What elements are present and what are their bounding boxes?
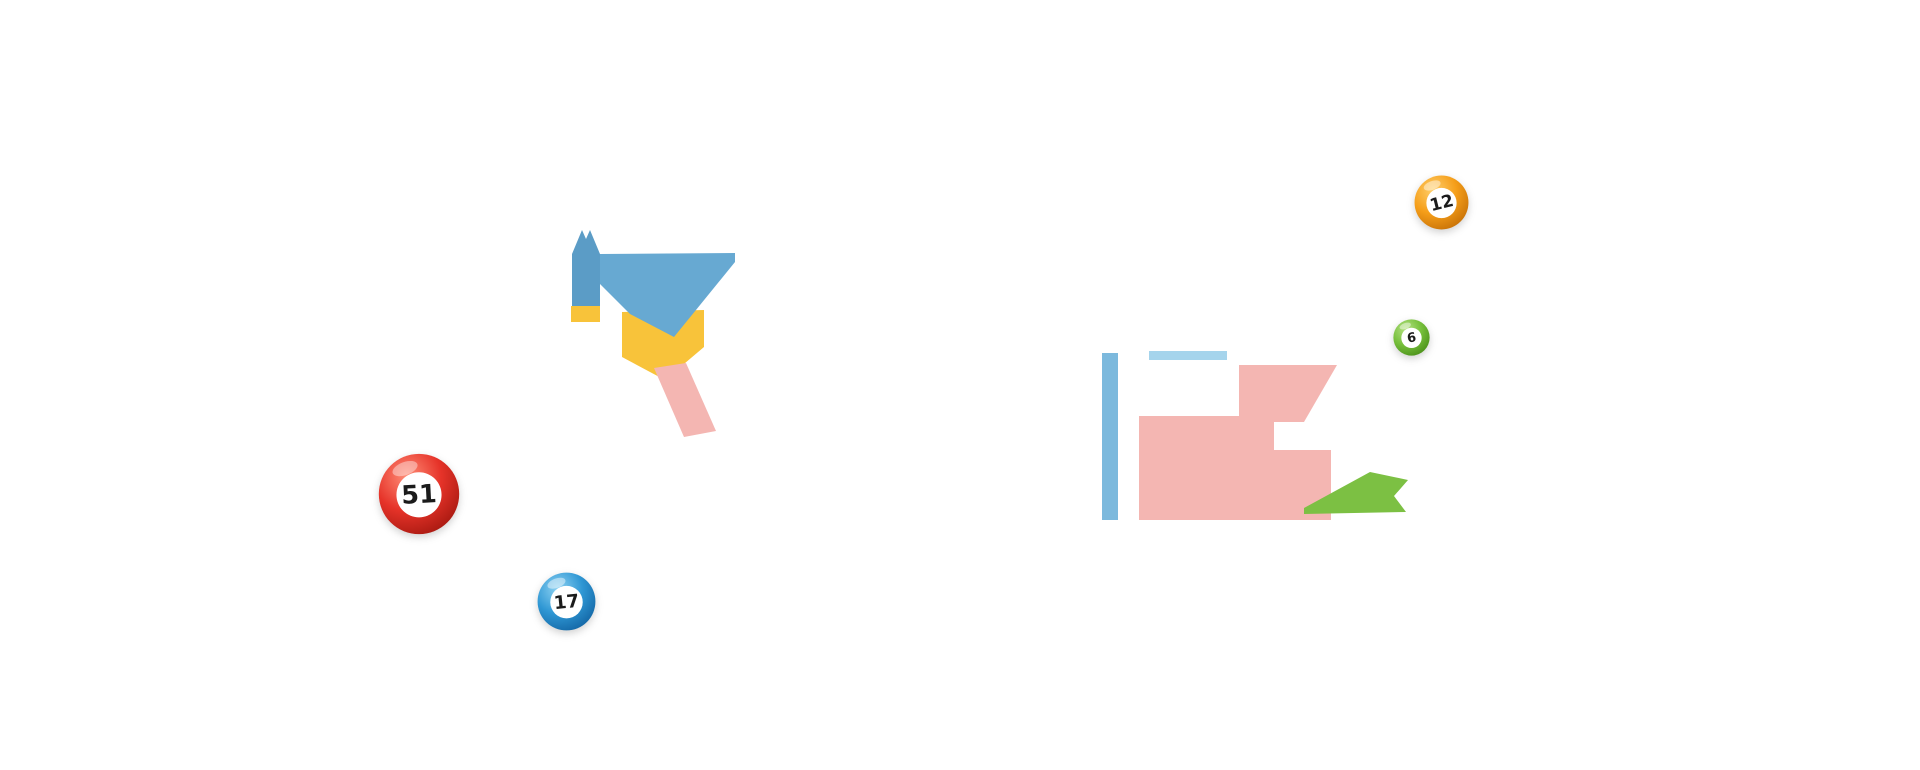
blue-dash-shape xyxy=(1149,351,1227,360)
ball-gloss xyxy=(547,577,566,589)
green-arrow-shape xyxy=(1304,472,1408,514)
ball-number-patch xyxy=(550,585,583,619)
bingo-ball-orange: 12 xyxy=(1414,175,1469,230)
ball-number-patch xyxy=(396,472,442,518)
blue-flag-shape xyxy=(600,253,735,337)
yellow-strip-shape xyxy=(571,306,600,322)
pink-block-shape xyxy=(1139,416,1331,520)
bingo-ball-red: 51 xyxy=(378,453,460,535)
ball-number: 6 xyxy=(1406,330,1417,346)
ball-number: 17 xyxy=(553,591,580,615)
bingo-ball-blue: 17 xyxy=(537,572,596,631)
ball-number: 51 xyxy=(401,478,438,510)
yellow-block-shape xyxy=(622,310,704,380)
bingo-ball-green: 6 xyxy=(1393,319,1430,356)
decor-illustration-left xyxy=(571,230,735,437)
blue-bar-shape xyxy=(1102,353,1118,520)
decor-illustration-right xyxy=(1102,351,1408,520)
ball-gloss xyxy=(1423,180,1441,191)
ball-number-patch xyxy=(1426,187,1457,219)
ball-gloss xyxy=(392,460,418,477)
ball-gloss xyxy=(1399,322,1411,330)
blue-pole-shape xyxy=(572,230,600,306)
pink-ribbon-shape xyxy=(654,363,716,437)
pink-top-shape xyxy=(1239,365,1337,422)
ball-number-patch xyxy=(1401,327,1422,349)
